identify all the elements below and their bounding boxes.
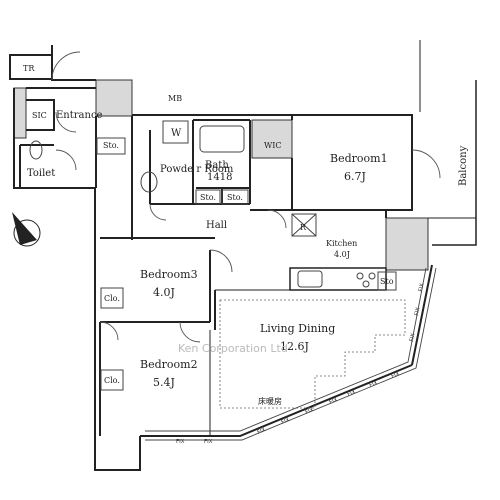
label-w: W [171,128,182,139]
fix-label: FIX [204,439,213,445]
column-entrance [95,79,133,117]
north-compass [12,212,41,247]
bathtub [199,125,245,153]
label-wic: WIC [264,141,282,150]
label-kitchen-size: 4.0J [334,250,350,259]
sto-box [96,137,126,155]
stove-burner [362,280,370,288]
label-powder-room: Powde r Room [160,164,234,175]
basin-fixture [140,171,158,193]
label-bath-size: 1418 [207,172,232,183]
fix-label: FIX [414,307,422,317]
fix-label: FIX [305,407,315,416]
label-sto-entry: Sto. [103,141,119,150]
label-clo-3: Clo. [104,294,120,303]
label-toilet: Toilet [27,168,55,179]
fix-label: FIX [329,397,339,406]
fix-label: FIX [257,427,267,436]
floor-heating-zone [219,299,406,409]
fix-labels: FIX FIX FIX FIX FIX FIX FIX FIX FIX FIX … [176,283,426,445]
label-bedroom1-size: 6.7J [344,170,366,183]
label-tr: TR [23,64,35,73]
label-hall: Hall [206,220,227,231]
label-living-dining-size: 12.6J [280,340,309,353]
label-mb: MB [168,94,182,103]
sash-window [145,267,437,441]
doors [51,51,441,343]
walls [9,40,477,471]
closet-box [100,369,124,391]
label-bedroom1: Bedroom1 [330,152,388,165]
fix-label: FIX [409,333,417,343]
column-wic [251,119,293,159]
toilet-fixture [29,140,43,160]
label-balcony: Balcony [458,145,469,186]
fix-label: FIX [369,380,379,389]
label-kitchen: Kitchen [326,239,357,248]
label-r: R [300,223,307,232]
label-floor-heating: 床暖房 [258,396,282,406]
label-sto-kitchen: Sto [380,277,394,286]
sto-box [195,189,221,205]
refrigerator-box [291,213,317,237]
label-bedroom3-size: 4.0J [153,286,175,299]
label-bedroom2: Bedroom2 [140,358,198,371]
stove-burner [368,272,376,280]
washer-box [162,120,189,144]
label-sic: SIC [32,111,47,120]
label-bedroom3: Bedroom3 [140,268,198,281]
fix-label: FIX [347,389,357,398]
structural-columns [13,79,429,271]
label-clo-2: Clo. [104,376,120,385]
label-living-dining: Living Dining [260,322,335,335]
label-powder-room-text: Powde r Room [160,164,234,175]
label-entrance: Entrance [56,110,103,121]
label-bedroom2-size: 5.4J [153,376,175,389]
closet-box [100,287,124,309]
fix-label: FIX [281,417,291,426]
fix-label: FIX [391,371,401,380]
sto-box [221,189,249,205]
stove-burner [356,272,364,280]
column-kitchen [385,217,429,271]
fix-label: FIX [176,439,185,445]
label-bath: Bath [205,160,229,171]
label-sto-hall-1: Sto. [200,193,216,202]
kitchen-sink [297,270,323,288]
fixtures [29,120,397,391]
label-sto-hall-2: Sto. [227,193,243,202]
column-left-top [13,87,27,139]
fix-label: FIX [418,283,426,293]
sto-box [377,271,397,291]
watermark: Ken Corporation Ltd [178,342,288,355]
